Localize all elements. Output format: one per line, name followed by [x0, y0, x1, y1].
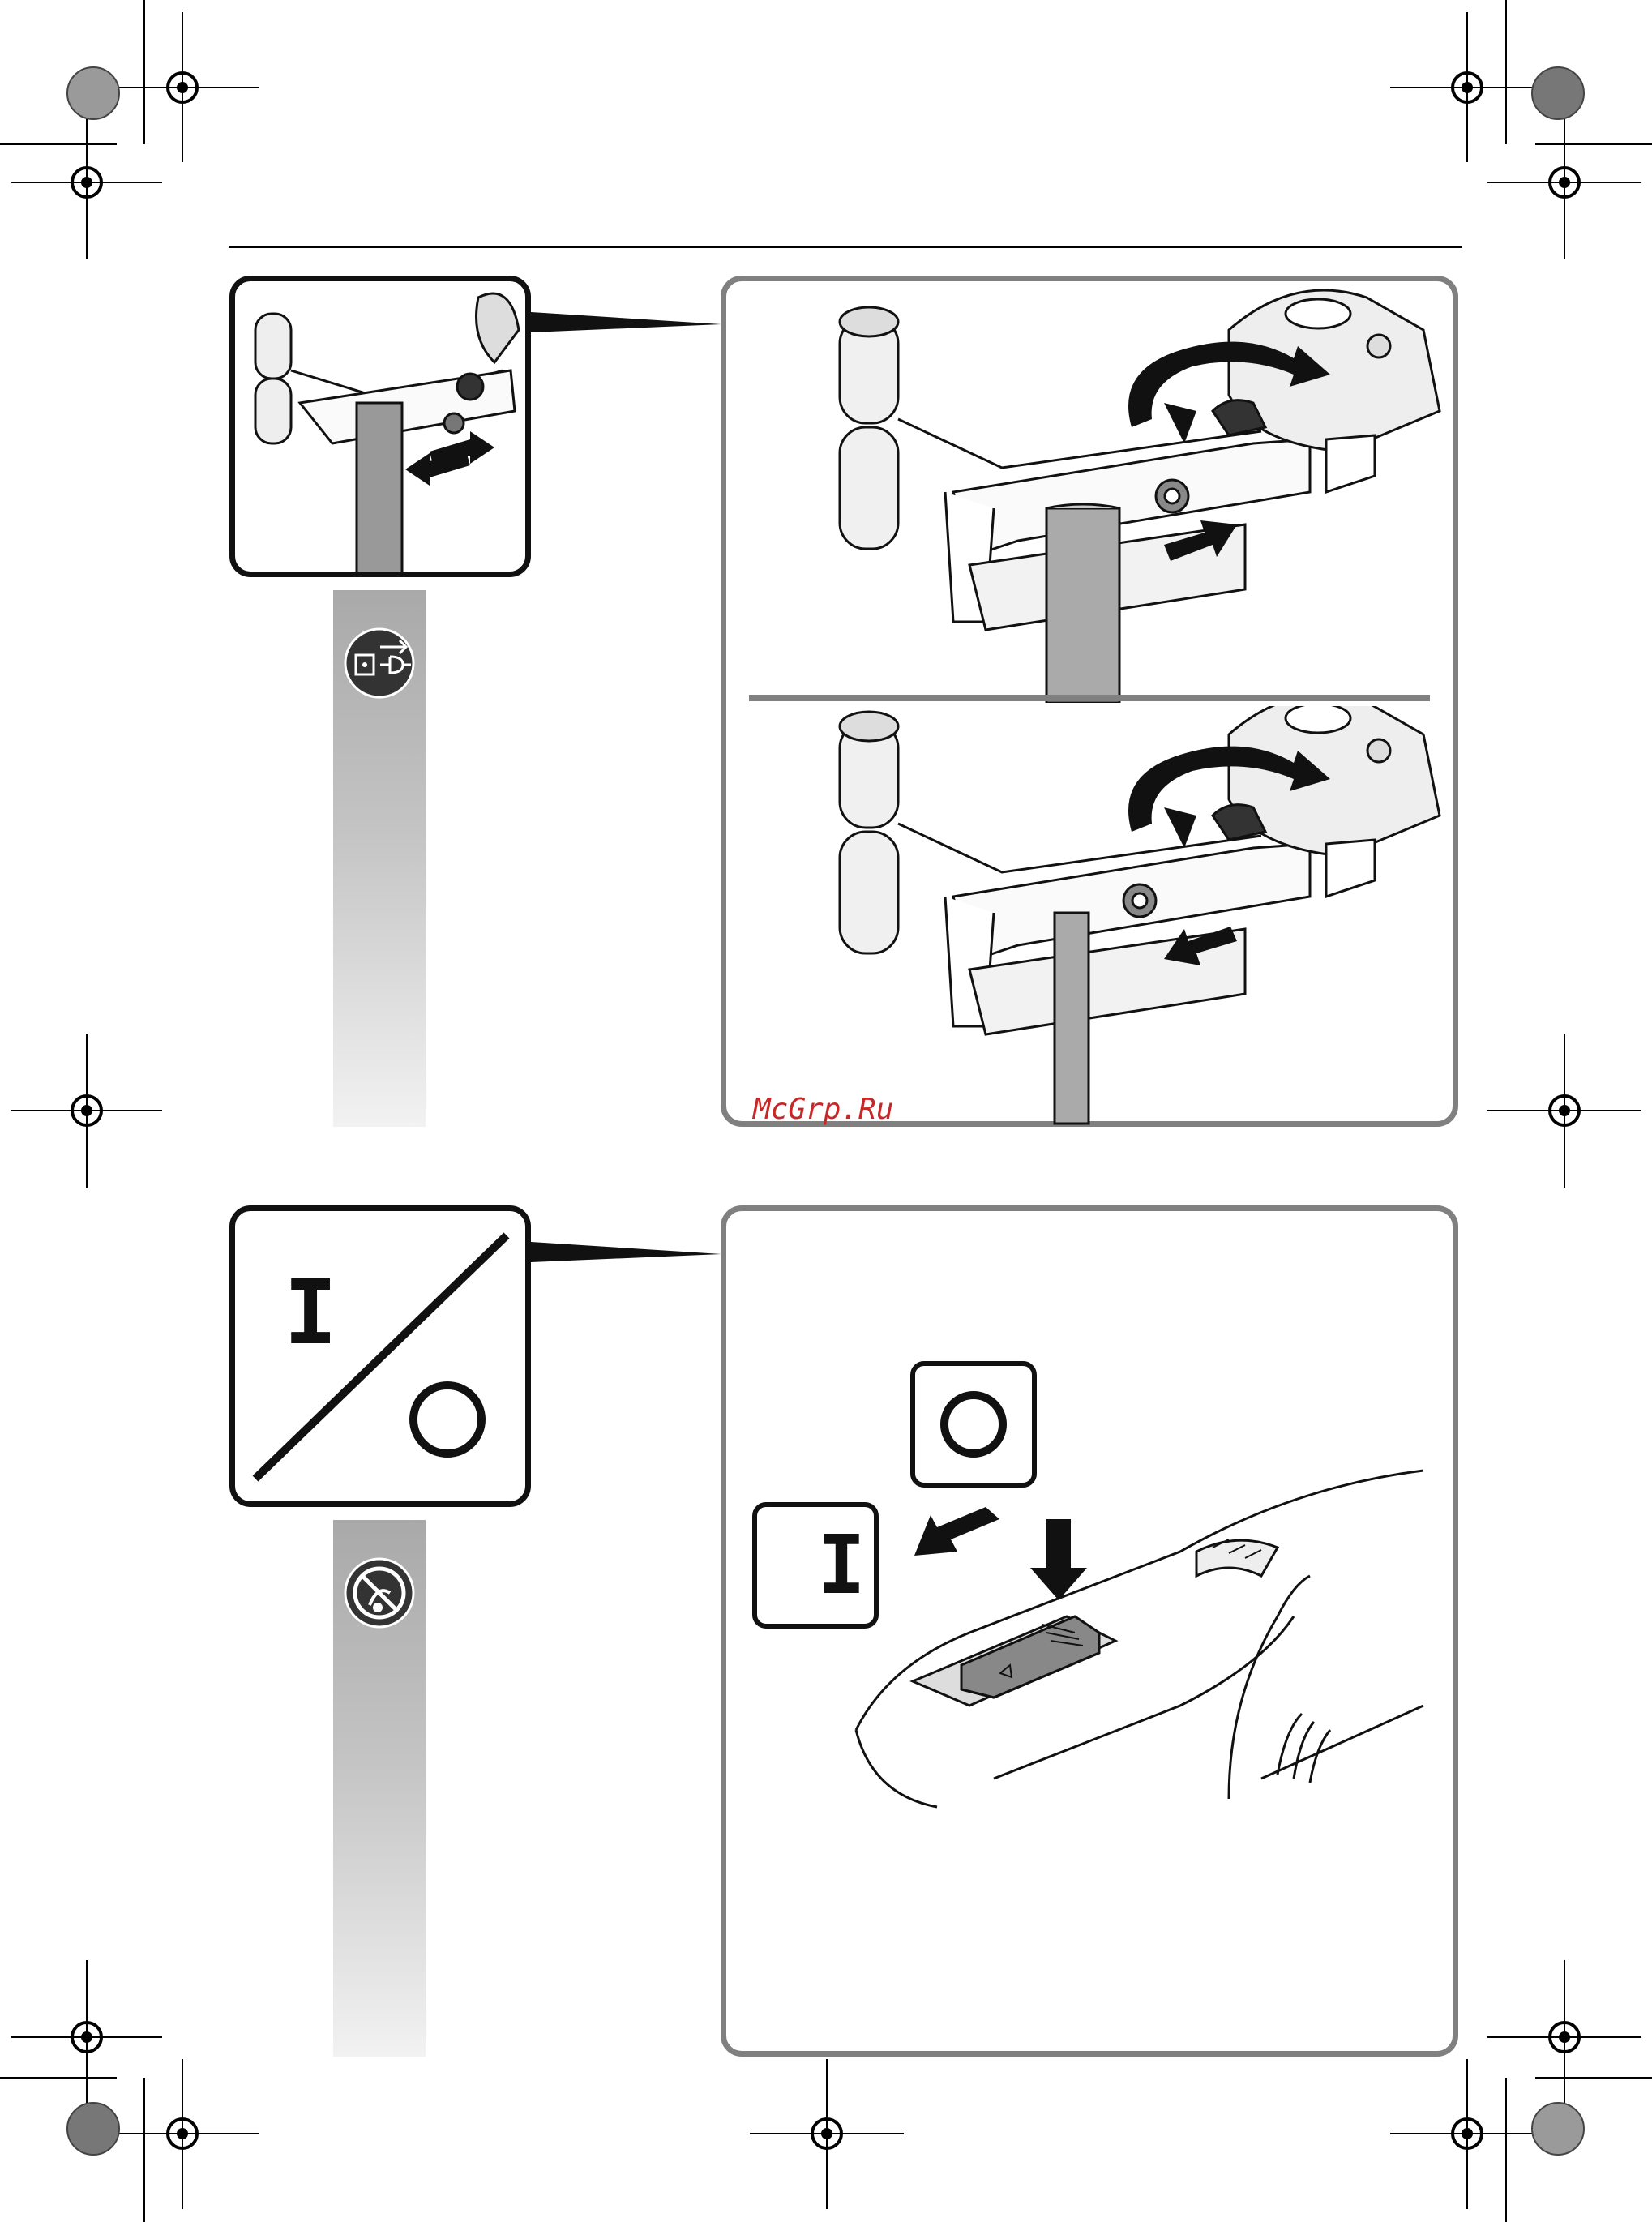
main-panel-on-off-switch: I — [721, 1205, 1458, 2057]
do-not-touch-rotating-part-icon — [333, 1520, 426, 1642]
push-arrow-icon — [914, 1507, 1087, 1600]
switch-on-label: I — [781, 1517, 902, 1614]
sidebar-strip-switch — [333, 1520, 426, 2057]
switch-illustration — [726, 1211, 1453, 2051]
